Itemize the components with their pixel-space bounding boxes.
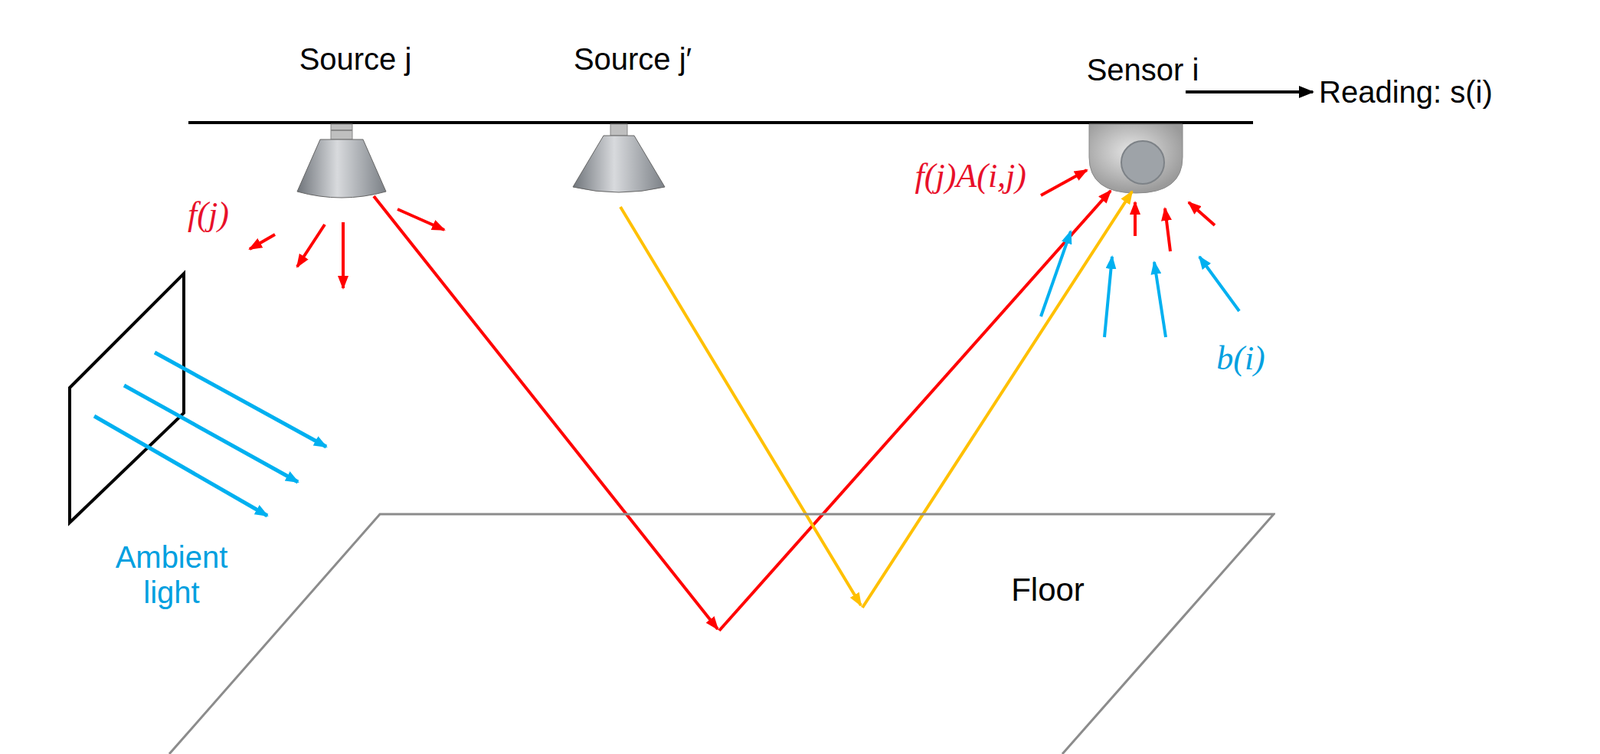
orange-light-ray [620, 191, 1133, 608]
reading-label: Reading: s(i) [1318, 74, 1493, 110]
ambient-arrows-sensor [1040, 231, 1240, 338]
red-light-ray [373, 190, 1111, 631]
floor-label: Floor [1011, 571, 1085, 609]
emission-label: f(j) [187, 195, 230, 235]
floor-plane: Floor [168, 512, 1276, 754]
sensor-device [1089, 124, 1183, 194]
reading-arrow [1185, 90, 1313, 94]
received-light-label: f(j)A(i,j) [915, 157, 1027, 197]
lamp-source-j-prime [572, 124, 665, 193]
background-light-label: b(i) [1216, 339, 1266, 379]
ambient-light-rays [94, 352, 327, 516]
window-frame [69, 273, 184, 523]
sensor-label: Sensor i [1086, 52, 1200, 88]
source-label: Source j [299, 41, 413, 77]
lamp-source-j [297, 124, 387, 198]
ceiling-line [188, 121, 1254, 125]
ambient-light-label: Ambient light [87, 539, 256, 610]
source-label: Source j′ [573, 41, 692, 77]
floor-outline [168, 512, 1276, 754]
